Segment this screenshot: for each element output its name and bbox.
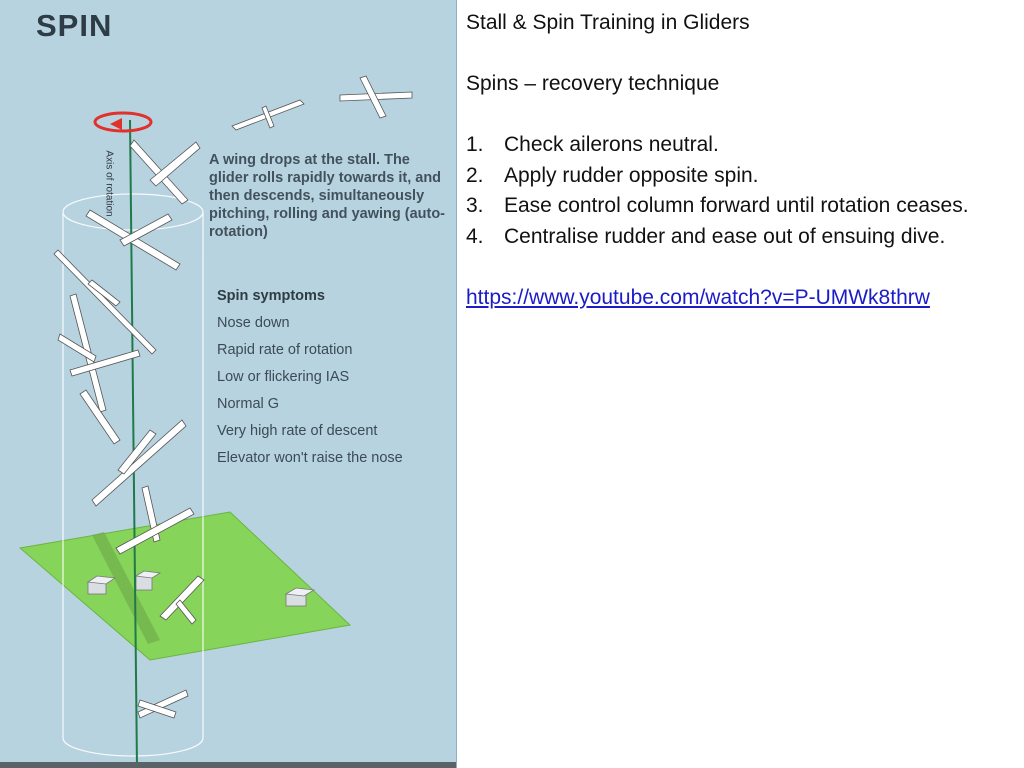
figure-title: SPIN: [36, 8, 113, 43]
step-number: 2.: [466, 163, 484, 187]
building-2: [134, 570, 162, 591]
symptom-item: Low or flickering IAS: [217, 369, 350, 385]
spacer: [466, 100, 1016, 131]
step-text: Apply rudder opposite spin.: [504, 163, 759, 187]
symptom-item: Nose down: [217, 315, 290, 331]
list-item: 3. Ease control column forward until rot…: [466, 191, 1016, 222]
slide-subtitle: Spins – recovery technique: [466, 72, 720, 95]
rotation-arrow-icon: [93, 111, 153, 133]
ground-plane: [18, 511, 352, 661]
recovery-steps-list: 1. Check ailerons neutral. 2. Apply rudd…: [466, 130, 1016, 252]
symptom-item: Elevator won't raise the nose: [217, 450, 403, 466]
step-text: Ease control column forward until rotati…: [504, 194, 969, 217]
step-number: 3.: [466, 194, 484, 217]
symptoms-heading: Spin symptoms: [217, 288, 325, 304]
spin-figure: SPIN Axis of rotation A wing drops at th…: [0, 0, 457, 768]
symptom-item: Rapid rate of rotation: [217, 342, 353, 358]
figure-caption: A wing drops at the stall. The glider ro…: [209, 152, 446, 240]
spacer: [466, 252, 1016, 283]
slide-title: Stall & Spin Training in Gliders: [466, 11, 750, 34]
spin-cylinder: [62, 193, 204, 757]
spin-symptoms-panel: Spin symptoms Nose down Rapid rate of ro…: [217, 288, 447, 472]
figure-bottom-bar: [0, 762, 456, 768]
list-item: 1. Check ailerons neutral.: [466, 130, 1016, 161]
symptom-item: Very high rate of descent: [217, 423, 378, 439]
axis-line: [129, 119, 138, 768]
step-text: Centralise rudder and ease out of ensuin…: [504, 224, 946, 248]
spin-illustration: [18, 75, 413, 768]
axis-label: Axis of rotation: [103, 150, 115, 217]
symptom-item: Normal G: [217, 396, 280, 412]
step-text: Check ailerons neutral.: [504, 133, 719, 156]
runway: [92, 532, 160, 644]
glider-icons: [53, 75, 413, 719]
list-item: 2. Apply rudder opposite spin.: [466, 161, 1016, 192]
building-1: [86, 575, 117, 595]
youtube-link[interactable]: https://www.youtube.com/watch?v=P-UMWk8t…: [466, 285, 930, 309]
spacer: [466, 39, 1016, 70]
step-number: 4.: [466, 224, 484, 248]
step-number: 1.: [466, 133, 484, 156]
list-item: 4. Centralise rudder and ease out of ens…: [466, 222, 1016, 253]
building-3: [284, 587, 316, 607]
slide-text: Stall & Spin Training in Gliders Spins –…: [466, 8, 1016, 313]
